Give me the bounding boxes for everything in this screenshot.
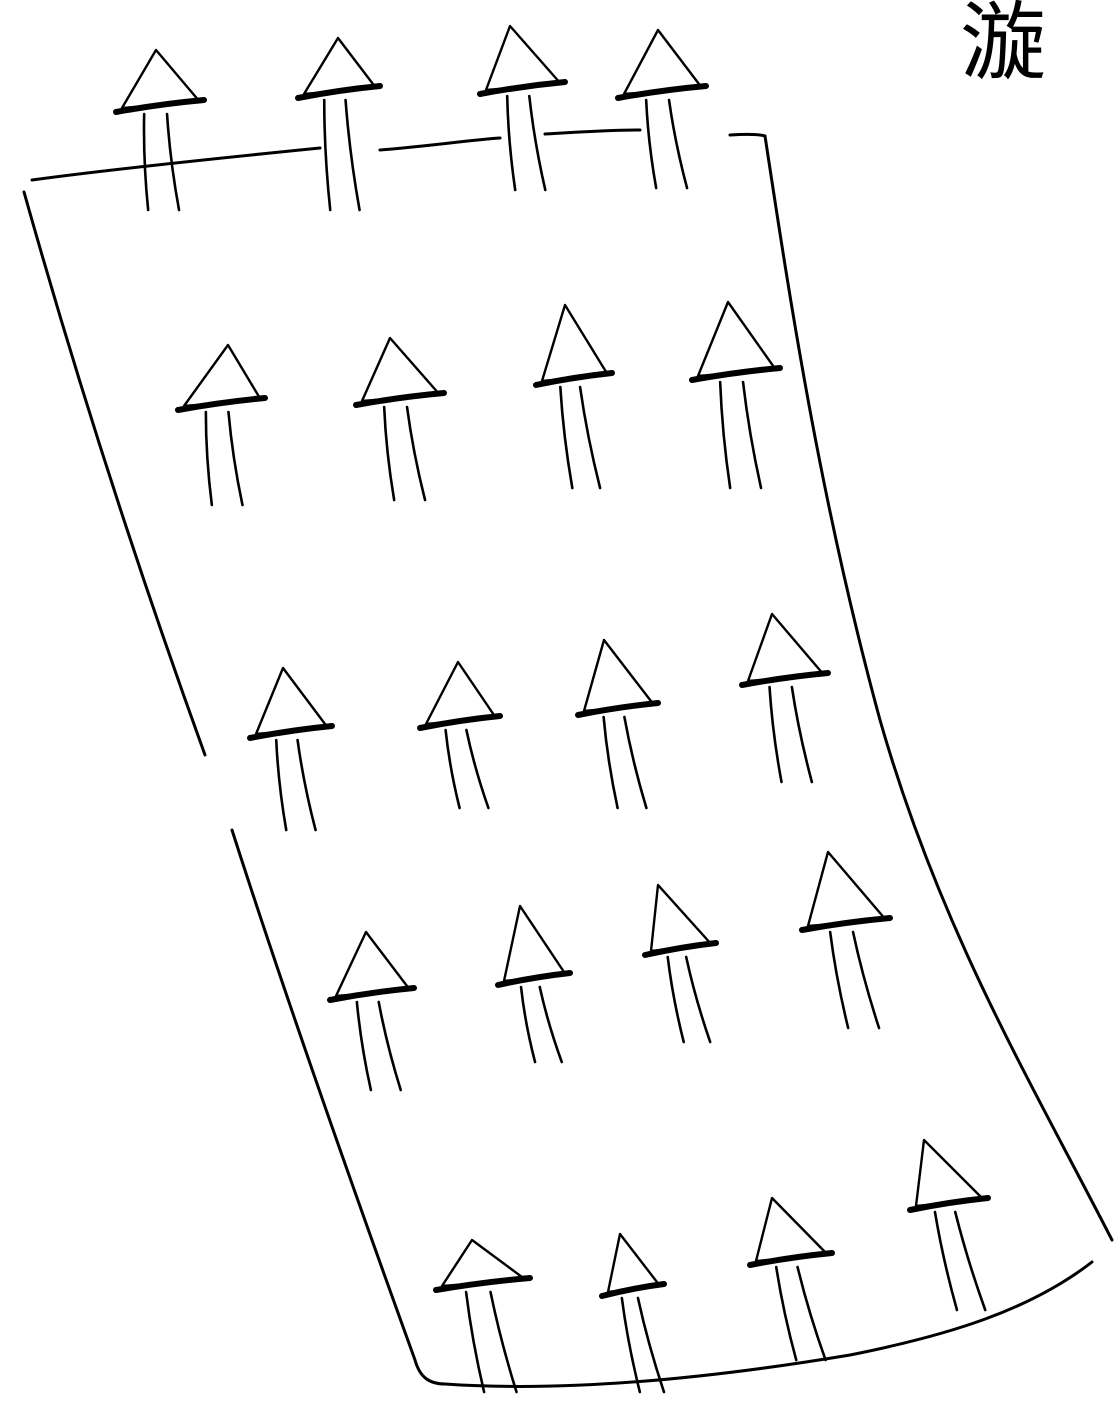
caption-character: 漩 (960, 0, 1119, 96)
arrow-head (748, 614, 824, 681)
arrow-shaft (446, 730, 460, 808)
flow-arrow-icon (645, 885, 716, 1042)
arrow-shaft (935, 1212, 957, 1310)
arrow-shaft (646, 100, 656, 188)
arrow-shaft (384, 407, 394, 500)
arrow-shaft (580, 387, 600, 488)
arrow-shaft (853, 932, 879, 1028)
flow-arrow-icon (298, 38, 380, 210)
arrow-shaft (830, 932, 848, 1028)
arrow-head (542, 305, 608, 381)
arrow-shaft (798, 1267, 826, 1360)
arrow-head (584, 640, 654, 711)
flow-arrows (116, 26, 988, 1392)
flow-arrow-icon (178, 345, 265, 505)
sheet-top-edge (32, 130, 765, 180)
flow-arrow-icon (420, 662, 500, 808)
flow-arrow-icon (250, 668, 332, 830)
arrow-shaft (407, 407, 425, 500)
arrow-head (336, 932, 410, 996)
sheet-bottom-edge (445, 1262, 1092, 1386)
flow-arrow-icon (536, 305, 612, 488)
flow-arrow-icon (116, 50, 204, 210)
arrow-shaft (669, 100, 687, 188)
arrow-shaft (770, 687, 782, 782)
arrow-head (256, 668, 328, 734)
arrow-shaft (686, 957, 710, 1042)
arrow-shaft (776, 1267, 796, 1360)
sheet-right-edge (765, 136, 1112, 1240)
arrow-head (504, 906, 566, 981)
arrow-shaft (507, 96, 515, 190)
flow-arrow-icon (802, 852, 890, 1028)
arrow-shaft (521, 987, 535, 1062)
flow-arrow-icon (480, 26, 565, 190)
flow-arrow-icon (692, 302, 780, 488)
arrow-shaft (792, 687, 812, 782)
flow-arrow-icon (356, 338, 444, 500)
flow-arrow-icon (618, 30, 706, 188)
arrow-shaft (560, 387, 572, 488)
arrow-shaft (668, 957, 684, 1042)
arrow-shaft (206, 412, 212, 505)
arrow-shaft (720, 382, 730, 488)
arrow-head (916, 1140, 984, 1206)
arrow-shaft (491, 1292, 517, 1392)
arrow-head (698, 302, 776, 376)
arrow-shaft (540, 987, 562, 1062)
arrow-shaft (357, 1002, 371, 1090)
arrow-shaft (276, 740, 286, 830)
arrow-shaft (638, 1298, 664, 1392)
arrow-head (624, 30, 702, 94)
arrow-head (651, 885, 712, 951)
arrow-shaft (379, 1002, 401, 1090)
arrow-shaft (298, 740, 316, 830)
flow-arrow-icon (578, 640, 658, 808)
flow-arrow-icon (602, 1234, 664, 1392)
arrow-shaft (324, 100, 330, 210)
arrow-head (808, 852, 886, 926)
arrow-shaft (604, 717, 618, 808)
arrow-shaft (466, 730, 488, 808)
flow-arrow-icon (436, 1240, 530, 1392)
arrow-shaft (228, 412, 242, 505)
arrow-shaft (144, 114, 148, 210)
arrow-shaft (955, 1212, 985, 1310)
flow-arrow-icon (498, 906, 570, 1062)
arrow-shaft (529, 96, 545, 190)
arrow-head (486, 26, 561, 90)
arrow-shaft (622, 1298, 640, 1392)
arrow-shaft (743, 382, 761, 488)
arrow-head (756, 1198, 828, 1261)
flow-arrow-icon (910, 1140, 988, 1310)
flow-arrow-icon (750, 1198, 832, 1360)
flow-arrow-icon (330, 932, 414, 1090)
arrow-shaft (466, 1292, 484, 1392)
flow-arrow-icon (742, 614, 828, 782)
arrow-shaft (624, 717, 646, 808)
arrow-shaft (346, 100, 360, 210)
